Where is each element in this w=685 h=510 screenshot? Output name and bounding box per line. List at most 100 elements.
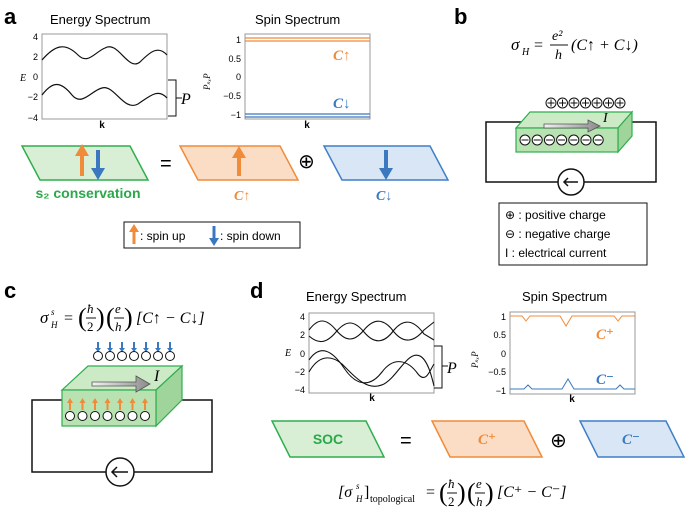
d-formula-paren-open-icon: ( <box>467 478 476 507</box>
a-energy-ytick: −4 <box>28 113 38 123</box>
a-energy-xlabel: k <box>99 120 105 131</box>
d-formula-tail: [C⁺ − C⁻] <box>497 484 566 501</box>
a-legend-up-arrowhead <box>129 224 139 232</box>
spin-up-icon <box>65 398 75 421</box>
b-negative-charges <box>519 134 604 146</box>
d-lower-band-1 <box>308 350 435 384</box>
c-top-spin-down-row <box>93 342 175 361</box>
c-formula-num1: ħ <box>87 301 94 316</box>
negative-charge-icon <box>556 134 568 146</box>
d-spin-ytick: 0 <box>501 349 506 359</box>
d-upper-band-2 <box>308 321 435 343</box>
spin-up-icon <box>102 398 113 421</box>
d-equals: = <box>400 430 412 452</box>
b-legend-negative: ⊖ : negative charge <box>505 227 611 241</box>
a-spin-ytick: 0.5 <box>228 54 241 64</box>
c-formula-sub: H <box>50 320 58 330</box>
d-upper-band-1 <box>308 320 435 341</box>
panel-b: b σ H = e² h (C↑ + C↓) I ⊕ : positive ch… <box>454 4 657 266</box>
panel-b-label: b <box>454 4 467 29</box>
d-lower-band-2 <box>308 354 435 387</box>
a-spin-ylabel: PₛₓP <box>202 73 212 91</box>
d-spin-c-minus: C⁻ <box>596 372 614 388</box>
spin-down-icon <box>93 342 103 361</box>
negative-charge-icon <box>568 134 580 146</box>
c-formula-tail: [C↑ − C↓] <box>136 310 205 327</box>
a-spin-legend <box>123 221 301 249</box>
d-blue-c-minus: C⁻ <box>622 432 640 448</box>
d-formula-paren-close-icon: ) <box>457 478 466 507</box>
b-positive-charges <box>545 97 626 109</box>
d-formula-num1: ħ <box>448 476 455 491</box>
negative-charge-icon <box>519 134 531 146</box>
a-spin-up-arrowhead <box>75 144 89 156</box>
spin-up-icon <box>90 398 100 421</box>
b-formula-den: h <box>555 48 562 63</box>
panel-a-label: a <box>4 4 17 29</box>
d-energy-title: Energy Spectrum <box>306 289 406 304</box>
c-formula-den1: 2 <box>87 319 94 334</box>
a-energy-ytick: 2 <box>33 52 38 62</box>
a-upper-band <box>41 46 168 65</box>
a-spin-ytick: 1 <box>236 35 241 45</box>
b-legend-current: I : electrical current <box>505 246 607 260</box>
b-current-arrow-icon <box>543 119 601 133</box>
b-current-label: I <box>602 111 609 126</box>
a-green-plane <box>20 145 150 181</box>
spin-up-icon <box>115 398 125 421</box>
spin-down-icon <box>105 342 115 361</box>
negative-charge-icon <box>580 134 592 146</box>
d-formula-den1: 2 <box>448 494 455 509</box>
b-formula-paren: (C↑ + C↓) <box>571 37 638 54</box>
c-front-spin-up-row <box>65 398 150 421</box>
positive-charge-icon <box>614 97 626 109</box>
d-spin-ytick: −1 <box>496 386 506 396</box>
d-energy-ytick: 2 <box>300 330 305 340</box>
a-energy-ytick: −2 <box>28 92 38 102</box>
spin-up-icon <box>140 398 150 421</box>
d-spin-title: Spin Spectrum <box>522 289 607 304</box>
d-spin-ylabel: PₛₓP <box>470 351 480 369</box>
panel-a: a Energy Spectrum 4 2 0 −2 −4 E k P Spin… <box>4 4 450 249</box>
a-spin-title: Spin Spectrum <box>255 12 340 27</box>
c-formula-paren-open-icon: ( <box>78 303 87 332</box>
a-spin-xlabel: k <box>304 120 310 131</box>
d-energy-ytick: 4 <box>300 312 305 322</box>
spin-down-icon <box>165 342 175 361</box>
d-formula-sub: H <box>355 494 363 504</box>
negative-charge-icon <box>592 134 604 146</box>
positive-charge-icon <box>580 97 591 109</box>
d-energy-plot-frame <box>308 312 435 394</box>
d-spin-c-plus: C⁺ <box>596 327 614 343</box>
spin-up-icon <box>127 398 138 421</box>
a-legend-down-text: : spin down <box>220 229 281 243</box>
spin-down-icon <box>141 342 151 361</box>
a-conservation-label: s₂ conservation <box>35 185 140 201</box>
d-energy-ytick: 0 <box>300 349 305 359</box>
b-formula-eq: = <box>534 37 543 54</box>
b-legend-positive: ⊕ : positive charge <box>505 208 606 222</box>
d-spin-plot-frame <box>509 311 636 395</box>
c-current-source-arrow-icon <box>110 466 128 478</box>
panel-d: d Energy Spectrum 4 2 0 −2 −4 E k P Spin… <box>250 278 685 509</box>
a-blue-c-down: C↓ <box>376 189 392 204</box>
positive-charge-icon <box>568 97 580 109</box>
c-formula-eq: = <box>64 310 73 327</box>
a-energy-ytick: 4 <box>33 32 38 42</box>
d-formula-den2: h <box>476 494 483 509</box>
d-spin-minus-line <box>510 378 635 390</box>
c-formula-num2: e <box>115 301 121 316</box>
a-orange-c-up: C↑ <box>234 189 250 204</box>
a-orange-up-arrowhead <box>232 146 246 158</box>
d-formula-paren-close-icon: ) <box>485 478 494 507</box>
negative-charge-icon <box>531 134 543 146</box>
spin-down-icon <box>117 342 127 361</box>
d-orange-plane <box>430 420 544 458</box>
c-formula-sup: s <box>51 307 55 317</box>
b-formula-sub: H <box>521 47 530 58</box>
positive-charge-icon <box>603 97 614 109</box>
a-spin-ytick: −1 <box>231 110 241 120</box>
c-current-arrow-icon <box>91 375 151 393</box>
b-formula-num: e² <box>552 29 563 44</box>
